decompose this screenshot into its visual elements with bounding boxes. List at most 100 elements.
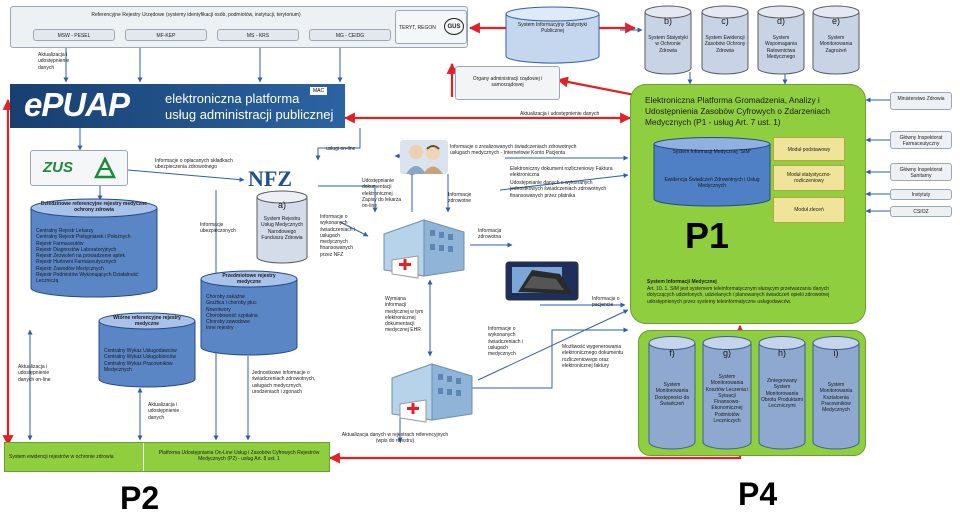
cylinder-g-text: System Monitorowania Kosztów Leczenia i …	[705, 374, 749, 424]
module-statistical: Moduł statystyczno-rozliczeniowy	[773, 165, 845, 191]
sim-sublabel: Ewidencja Świadczeń Zdrowotnych i Usług …	[664, 177, 760, 190]
reference-registers-box: Referencyjne Rejestry Urzędowe (systemy …	[10, 6, 468, 48]
cylinder-b-letter: b)	[663, 16, 672, 26]
register-list-item: Nowotwory	[206, 306, 231, 313]
sim-cylinder: System Informacji Medycznej "SIM" Ewiden…	[653, 137, 771, 207]
cylinder-d-letter: d)	[776, 16, 785, 26]
hospital-icon-top	[378, 212, 470, 282]
module-orders: Moduł zleceń	[773, 197, 845, 223]
sis-cylinder: System Informacyjny Statystyki Publiczne…	[505, 6, 600, 64]
register-list-item: Gruźlica i choroby płuc	[206, 300, 257, 307]
register-item-krs: MS - KRS	[217, 29, 299, 41]
bottom-divider	[143, 443, 144, 471]
left-cylinder-wtorne-title: Wtórne referencyjne rejestry medyczne	[113, 315, 181, 328]
cylinder-e: e) System Monitorowania Zagrożeń	[812, 5, 860, 75]
cylinder-d: d) System Wspomagania Ratownictwa Medycz…	[757, 5, 805, 75]
organy-label: Organy administracji rządowej i samorząd…	[472, 76, 543, 89]
laptop-icon	[502, 258, 582, 304]
right-box-instytuty: Instytuty	[890, 189, 952, 200]
epuap-line1: elektroniczna platforma	[165, 91, 300, 106]
cylinder-h-text: Zintegrowany System Monitorowania Obrotu…	[761, 378, 803, 409]
p1-platform: Elektroniczna Platforma Gromadzenia, Ana…	[630, 84, 866, 324]
nfz-logo: NFZ	[248, 166, 292, 191]
right-box-mz: Ministerstwo Zdrowia	[890, 92, 952, 110]
register-list-item: Centralny Wykaz Usługobiorców	[104, 354, 176, 361]
cylinder-a-text: System Rejestru Usług Medycznych Narodow…	[261, 216, 303, 241]
cylinder-a: a) System Rejestru Usług Medycznych Naro…	[256, 190, 308, 264]
cylinder-f-text: System Monitorowania Dostępności do Świa…	[654, 382, 690, 407]
platforma-label: Platforma Udostępniania On-Line Usług i …	[158, 450, 320, 463]
teryt-regon-label: TERYT, REGON	[399, 25, 436, 31]
cylinder-i-text: System Monitorowania Kształcenia Pracown…	[819, 382, 853, 413]
cylinder-h: h) Zintegrowany System Monitorowania Obr…	[758, 336, 806, 450]
p1-desc: Art. 10. 1. SIM jest systemem teleinform…	[647, 286, 830, 305]
cylinder-g: g) System Monitorowania Kosztów Leczenia…	[702, 336, 752, 450]
register-list-item: Rejestr Zawodów Medycznych	[36, 265, 104, 272]
p2-big-label: P2	[120, 480, 160, 516]
sim-label: System Informacji Medycznej "SIM"	[672, 149, 752, 155]
p1-desc-title: System Informacji Medycznej	[647, 279, 717, 285]
register-list-item: Centralny Wykaz Pracowników Medycznych	[104, 360, 173, 373]
zus-logo: ZUS	[43, 159, 73, 176]
register-list-item: Inne rejestry	[206, 325, 234, 332]
p1-title: Elektroniczna Platforma Gromadzenia, Ana…	[645, 95, 830, 127]
epuap-line2: usług administracji publicznej	[165, 107, 334, 122]
label-info-wykonanych: Informacje o wykonanych świadczeniach i …	[488, 326, 524, 357]
register-list-item: Centralny Rejestr Lekarzy	[36, 228, 94, 234]
label-aktualizacja-rejestrach: Aktualizacja danych w rejestrach referen…	[341, 432, 449, 445]
cylinder-c-text: System Ewidencji Zasobów Ochrony Zdrowia	[704, 35, 746, 54]
mid-cylinder-przedmiotowe: Przedmiotowe rejestry medyczne Choroby z…	[200, 270, 298, 356]
reference-registers-title: Referencyjne Rejestry Urzędowe (systemy …	[91, 12, 301, 18]
label-oplacanych: Informacje o opłacanych składkach ubezpi…	[155, 158, 233, 171]
left-cylinder-wtorne: Wtórne referencyjne rejestry medyczne Ce…	[98, 312, 196, 388]
label-mozliwosc: Możliwość wygenerowania elektronicznego …	[562, 344, 624, 369]
label-jednostkowe: Jednostkowe informacje o świadczeniach z…	[252, 370, 316, 395]
register-list-item: Rejestr Hurtowni Farmaceutycznych	[36, 259, 117, 266]
label-info-wykonanych-nfz: Informacje o wykonanych świadczeniach i …	[320, 214, 356, 258]
sis-label: System Informacyjny Statystyki Publiczne…	[517, 22, 588, 35]
organy-box: Organy administracji rządowej i samorząd…	[455, 66, 560, 100]
label-udostepnianie-dok: Udostępnianie dokumentacji elektroniczne…	[362, 178, 402, 209]
teryt-regon-box: TERYT, REGON GUS	[395, 10, 467, 44]
cylinder-i: i) System Monitorowania Kształcenia Prac…	[812, 336, 860, 450]
cylinder-b: b) System Statystyki w Ochronie Zdrowia	[644, 5, 692, 75]
register-list-item: Chorobowość szpitalna	[206, 312, 258, 319]
p4-big-label: P4	[738, 476, 778, 512]
label-uslugi-online: usługi on-line	[326, 146, 356, 152]
label-aktualizacja-left: Aktualizacja i udostępnienie danych on-l…	[18, 364, 51, 383]
epuap-logo: ePUAP	[24, 86, 130, 123]
left-cylinder-dziedzinowe-title: Dziedzinowe referencyjne rejestry medycz…	[40, 201, 148, 214]
label-aktualizacja-top: Aktualizacja i udostępnienie danych	[38, 52, 70, 71]
label-info-zdrowotne: Informacje zdrowotne	[448, 192, 472, 205]
mid-cylinder-items: Choroby zakaźne Gruźlica i choroby płuc …	[206, 294, 294, 332]
cylinder-b-text: System Statystyki w Ochronie Zdrowia	[648, 35, 688, 54]
register-list-item: Rejestr Farmaceutów	[36, 240, 84, 247]
register-list-item: Rejestr Zezwoleń na prowadzenie aptek	[36, 253, 125, 259]
register-list-item: Choroby zakaźne	[206, 294, 245, 300]
register-list-item: Centralny Wykaz Usługodawców	[104, 348, 177, 354]
label-aktualizacja-mid: Aktualizacja i udostępnienie danych	[148, 402, 180, 421]
ewidencji-label: System ewidencji rejestrów w ochronie zd…	[9, 454, 114, 460]
cylinder-f-letter: f)	[669, 348, 675, 358]
zus-box: ZUS	[30, 150, 128, 186]
right-box-gif: Główny Inspektorat Farmaceutyczny	[890, 131, 952, 149]
right-box-csioz: CSIOZ	[890, 206, 952, 217]
cylinder-e-text: System Monitorowania Zagrożeń	[819, 35, 853, 54]
cylinder-h-letter: h)	[777, 348, 786, 358]
label-info-zdrowotna: Informacja zdrowotna	[478, 228, 502, 241]
register-item-kep: MF-KEP	[125, 29, 207, 41]
register-list-item: Centralny Rejestr Pielęgniarek i Położny…	[36, 234, 131, 241]
register-list-item: Choroby zawodowe	[206, 319, 250, 325]
epuap-banner: ePUAP elektroniczna platforma usług admi…	[10, 84, 345, 128]
label-aktualizacja-epuap: Aktualizacja i udostępnienie danych	[520, 111, 600, 117]
label-wymiana: Wymiana informacji medycznej w tym elekt…	[385, 296, 424, 334]
cylinder-d-text: System Wspomagania Ratownictwa Medyczneg…	[765, 35, 797, 60]
cylinder-g-letter: g)	[722, 348, 731, 358]
cylinder-a-letter: a)	[277, 200, 286, 210]
patients-photo	[400, 140, 448, 174]
module-basic: Moduł podstawowy	[773, 137, 845, 161]
mid-cylinder-title: Przedmiotowe rejestry medyczne	[222, 273, 276, 286]
label-info-ubezpieczonych: Informacje ubezpieczonych	[200, 222, 236, 235]
red-arrow-p1-organy	[556, 76, 641, 98]
